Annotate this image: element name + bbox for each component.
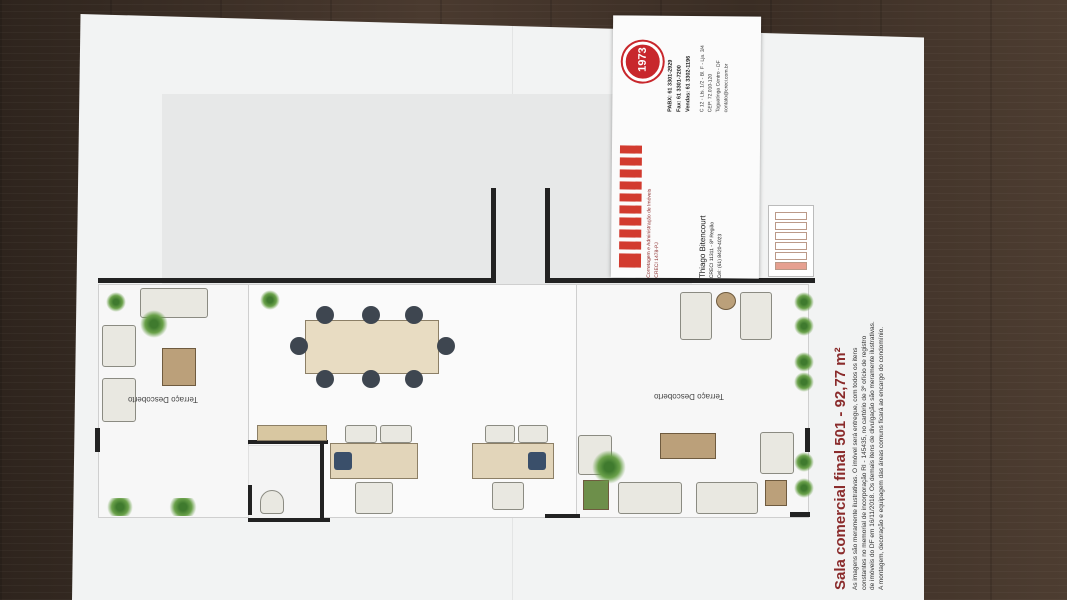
chair-icon: [290, 337, 308, 355]
plant-icon: [592, 450, 626, 484]
monitor-icon: [528, 452, 546, 470]
coffee-table: [162, 348, 196, 386]
armchair: [760, 432, 794, 474]
note-line: As imagens são meramente ilustrativas. O…: [852, 347, 859, 590]
chair-icon: [405, 370, 423, 388]
sofa: [696, 482, 758, 514]
meeting-table: [305, 320, 439, 374]
chair-icon: [316, 370, 334, 388]
wall-bath-top: [248, 440, 328, 444]
card-phone: Vendas: 61 3302-1196: [685, 55, 692, 113]
side-table: [716, 292, 736, 310]
card-email: contato@creci.com.br: [723, 63, 730, 113]
plant-icon: [794, 316, 814, 336]
chair-icon: [380, 425, 412, 443]
plant-icon: [794, 452, 814, 472]
plan-notes: As imagens são meramente ilustrativas. O…: [852, 321, 886, 590]
wall-entry-left: [491, 188, 496, 283]
wall-bath-side: [320, 440, 324, 520]
plant-icon: [794, 352, 814, 372]
card-phones: PABX: 61 3301-2929 Fax: 61 3301-7200 Ven…: [666, 56, 693, 112]
card-company-creci: CRECI 1478-PJ: [653, 242, 661, 278]
plant-icon: [260, 290, 280, 310]
plan-title: Sala comercial final 501 - 92,77 m²: [832, 347, 849, 590]
monitor-icon: [334, 452, 352, 470]
wall-bath-bottom: [248, 518, 330, 522]
card-address: C 12 - Lts. 1/2 - Bl. F - Lja. 3/4 CEP: …: [698, 45, 731, 112]
planter-icon: [104, 498, 136, 516]
card-agent-phone: Cel: (61) 8420-4023: [716, 233, 724, 279]
wall-bottom-mid: [545, 514, 580, 518]
plant-icon: [106, 292, 126, 312]
chair-icon: [492, 482, 524, 510]
kitchen-counter: [257, 425, 327, 441]
building-key-plan: [768, 205, 814, 277]
card-phone: Fax: 61 3301-7200: [676, 65, 683, 112]
card-agent: Thiago Bitencourt CRECI 11311 - 8ª Regiã…: [697, 215, 725, 278]
sofa: [618, 482, 682, 514]
planter-icon: [583, 480, 609, 510]
coffee-table: [660, 433, 716, 459]
card-agent-name: Thiago Bitencourt: [697, 215, 708, 279]
plant-icon: [794, 478, 814, 498]
side-table: [765, 480, 787, 506]
plant-icon: [794, 292, 814, 312]
anniversary-seal-icon: 1973: [622, 41, 663, 82]
seal-year: 1973: [636, 47, 649, 72]
chair-icon: [345, 425, 377, 443]
wall-top-right: [545, 278, 815, 283]
sun-lounger: [740, 292, 772, 340]
note-line: de imóveis do DF em 16/11/2018. Os demai…: [869, 321, 877, 590]
card-company: Corretagem e Administração de Imóveis CR…: [645, 189, 662, 278]
chair-icon: [316, 306, 334, 324]
note-line: A montagem, decoração e equipagem das ár…: [877, 326, 885, 590]
chair-icon: [405, 306, 423, 324]
upper-shaded-area: [162, 94, 692, 284]
chair-icon: [518, 425, 548, 443]
chair-icon: [355, 482, 393, 514]
chair-icon: [362, 306, 380, 324]
corner-right: [790, 512, 810, 517]
wall-entry-right: [545, 188, 550, 283]
wall-bath-door: [248, 485, 252, 515]
plant-icon: [140, 310, 168, 338]
terrace-right-label: Terraço Descoberto: [654, 392, 724, 401]
plant-icon: [794, 372, 814, 392]
terrace-left-label: Terraço Descoberto: [128, 395, 198, 404]
armchair: [102, 325, 136, 367]
chair-icon: [362, 370, 380, 388]
company-logo: [618, 145, 643, 275]
business-card: 1973 PABX: 61 3301-2929 Fax: 61 3301-720…: [610, 15, 762, 279]
desk: [330, 443, 418, 479]
card-phone: PABX: 61 3301-2929: [667, 59, 674, 112]
wall-top-left: [98, 278, 496, 283]
chair-icon: [437, 337, 455, 355]
armchair: [102, 378, 136, 422]
note-line: constantes no memorial de incorporação R…: [860, 335, 868, 590]
window-right: [805, 428, 810, 452]
window-left: [95, 428, 100, 452]
planter-icon: [166, 498, 200, 516]
chair-icon: [485, 425, 515, 443]
toilet-icon: [260, 490, 284, 514]
sun-lounger: [680, 292, 712, 340]
